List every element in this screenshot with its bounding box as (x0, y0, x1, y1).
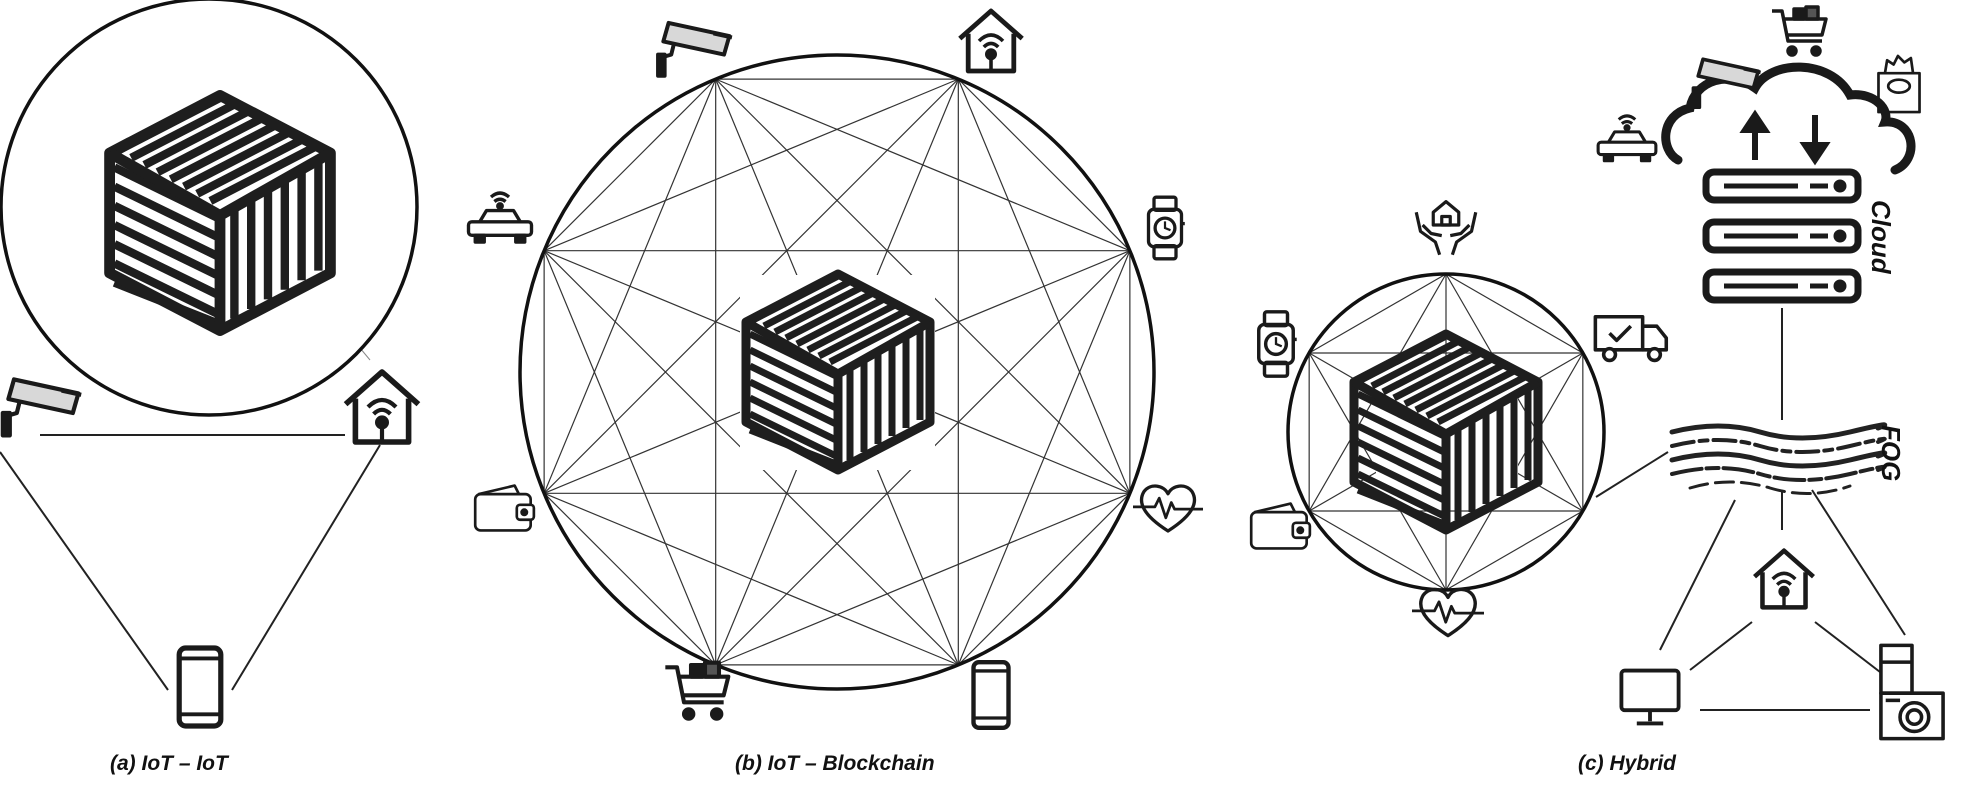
desktop-monitor-icon (1619, 668, 1681, 726)
server-rack-icon (1706, 222, 1858, 250)
panel-a-links (0, 434, 381, 691)
delivery-truck-icon (1593, 314, 1669, 363)
shopping-cart-icon (1770, 5, 1828, 57)
mesh-link (957, 78, 1131, 252)
smart-home-icon (1755, 551, 1814, 608)
connected-car-icon (1596, 113, 1658, 163)
shopping-cart-icon (665, 663, 728, 719)
hybrid-ring-circle (1286, 272, 1606, 592)
mesh-link (715, 492, 1131, 666)
smartwatch-icon (1256, 309, 1299, 379)
server-rack-icon (1706, 272, 1858, 300)
mesh-link (543, 78, 959, 252)
smart-home-icon (346, 372, 419, 442)
wallet-icon (1249, 502, 1312, 550)
panel-b-mesh (543, 78, 1131, 666)
mesh-link (543, 250, 717, 666)
cloud-icon (1661, 62, 1916, 175)
mesh-link (1445, 273, 1584, 354)
mesh-link (543, 492, 717, 666)
smartphone-icon (974, 662, 1009, 728)
smartphone-icon (179, 648, 221, 726)
smart-home-icon (960, 11, 1022, 71)
mesh-link (957, 492, 1131, 666)
caption-b: (b) IoT – Blockchain (735, 752, 935, 775)
mesh-link (543, 492, 959, 666)
mesh-link (1308, 273, 1447, 354)
mesh-link (1308, 510, 1447, 591)
caption-c: (c) Hybrid (1578, 752, 1677, 775)
server-rack-icon (1706, 172, 1858, 200)
cctv-camera-icon (656, 20, 734, 78)
connected-car-icon (469, 193, 532, 242)
cctv-camera-icon (3, 379, 81, 435)
wallet-icon (473, 484, 536, 532)
heart-monitor-icon (1412, 587, 1484, 638)
mesh-link (543, 78, 717, 252)
home-care-icon (1414, 199, 1478, 257)
fog-label: FOG (1876, 425, 1906, 481)
panel-c-links (1595, 308, 1906, 711)
blockchain-network-circle (518, 53, 1156, 691)
panel-a: (a) IoT – IoT (0, 0, 418, 775)
mesh-link (1445, 510, 1584, 591)
panel-c: Cloud FOG (c) Hybrid (1249, 5, 1945, 775)
appliances-icon (1879, 643, 1945, 741)
heart-monitor-icon (1133, 484, 1203, 533)
panel-b: (b) IoT – Blockchain (469, 11, 1203, 775)
caption-a: (a) IoT – IoT (110, 752, 230, 775)
fog-icon (1669, 422, 1887, 495)
smartwatch-icon (1146, 195, 1187, 261)
cloud-label: Cloud (1866, 200, 1896, 275)
